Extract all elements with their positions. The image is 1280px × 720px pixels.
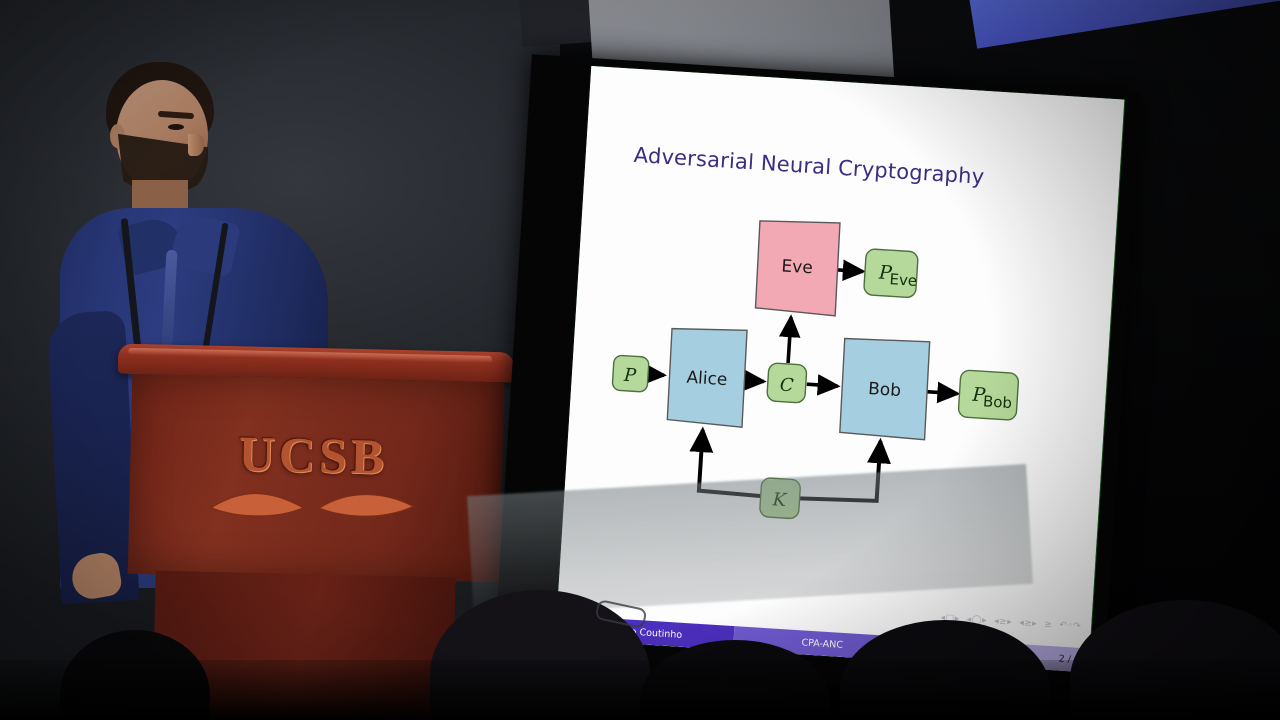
node-p: P bbox=[611, 354, 650, 393]
node-eve-label: Eve bbox=[781, 256, 813, 278]
node-p-label: P bbox=[622, 365, 637, 387]
node-c-label: C bbox=[779, 375, 794, 397]
edge-c-to-eve bbox=[778, 314, 801, 364]
edge-c-to-bob bbox=[806, 374, 841, 396]
node-bob-label: Bob bbox=[868, 379, 902, 401]
speaker-nose bbox=[188, 134, 204, 156]
node-alice-label: Alice bbox=[686, 368, 728, 391]
foreground-floor bbox=[0, 660, 1280, 720]
edge-bob-to-pbob bbox=[926, 381, 961, 404]
speaker-eye bbox=[168, 124, 184, 130]
slide-title: Adversarial Neural Cryptography bbox=[633, 142, 986, 189]
node-bob: Bob bbox=[839, 337, 931, 441]
audience-silhouettes bbox=[0, 530, 1280, 720]
node-eve: Eve bbox=[754, 220, 841, 317]
edge-p-to-alice bbox=[643, 363, 667, 385]
node-p-bob-sub: Bob bbox=[982, 392, 1012, 412]
node-alice: Alice bbox=[666, 327, 748, 428]
node-p-bob: P Bob bbox=[957, 369, 1020, 421]
node-p-eve-sub: Eve bbox=[889, 270, 918, 290]
edge-alice-to-c bbox=[743, 369, 767, 392]
node-c: C bbox=[766, 362, 808, 404]
edge-eve-to-peve bbox=[837, 259, 866, 282]
node-p-eve: P Eve bbox=[863, 248, 919, 299]
